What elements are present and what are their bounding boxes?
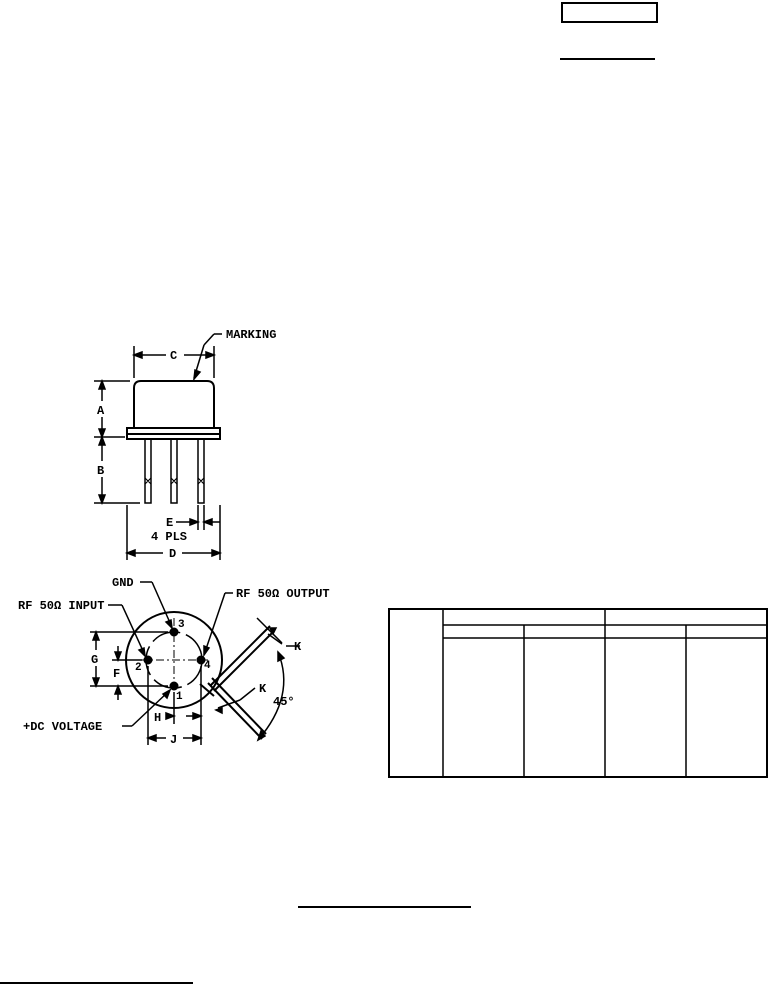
label-pin-2: 2 — [135, 662, 142, 674]
lead-left — [144, 438, 152, 504]
label-dim-b: B — [97, 464, 104, 478]
footnote-rule — [0, 982, 193, 984]
lead-middle — [170, 438, 178, 504]
label-rf-output: RF 50Ω OUTPUT — [236, 587, 330, 601]
header-underline — [560, 58, 655, 60]
label-marking: MARKING — [226, 328, 276, 342]
pin-4-dot — [196, 655, 206, 665]
label-dim-k-bottom: K — [259, 682, 267, 696]
bottom-dimensions — [90, 629, 204, 745]
label-pin-3: 3 — [178, 619, 185, 631]
pin-1-dot — [169, 681, 179, 691]
label-pin-1: 1 — [176, 691, 183, 703]
label-dim-f: F — [113, 667, 120, 681]
side-view — [126, 380, 221, 504]
dimension-table — [388, 608, 768, 778]
caption-underline — [298, 906, 471, 908]
label-dim-e: E — [166, 516, 173, 530]
pin-leaders — [108, 581, 233, 727]
label-dim-a: A — [97, 404, 105, 418]
label-dc-voltage: +DC VOLTAGE — [23, 720, 102, 734]
tab-dimensions — [207, 617, 430, 742]
label-rf-input: RF 50Ω INPUT — [18, 599, 104, 613]
label-angle: 45° — [273, 695, 295, 709]
label-four-places: 4 PLS — [151, 530, 187, 544]
label-dim-g: G — [91, 653, 98, 667]
header-box — [561, 2, 658, 23]
label-dim-h: H — [154, 711, 161, 725]
can-body — [133, 380, 215, 429]
label-dim-j: J — [170, 733, 177, 747]
lead-right — [197, 438, 205, 504]
label-dim-c: C — [170, 349, 177, 363]
label-gnd: GND — [112, 576, 134, 590]
label-dim-k-top: K — [294, 640, 302, 654]
label-pin-4: 4 — [204, 660, 211, 672]
side-dimensions — [94, 333, 223, 560]
label-dim-d: D — [169, 547, 176, 561]
pin-3-dot — [169, 627, 179, 637]
